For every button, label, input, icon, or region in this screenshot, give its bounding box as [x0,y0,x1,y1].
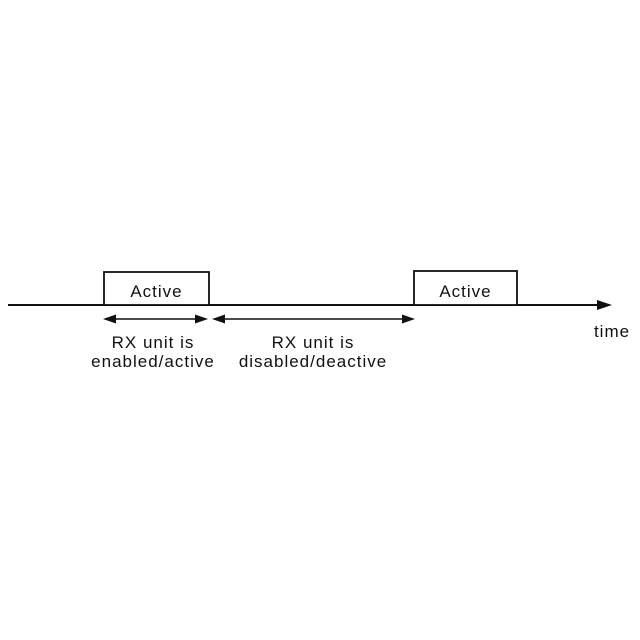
active-pulse-box-2 [413,270,518,306]
enabled-interval-right-arrowhead-icon [195,314,208,324]
active-pulse-label-2: Active [439,282,491,301]
enabled-annotation-line-2: enabled/active [91,352,215,371]
disabled-interval-annotation: RX unit is disabled/deactive [239,333,387,371]
disabled-annotation-line-2: disabled/deactive [239,352,387,371]
enabled-interval-left-arrowhead-icon [103,314,116,324]
disabled-annotation-line-1: RX unit is [272,333,355,352]
enabled-interval-annotation: RX unit is enabled/active [91,333,215,371]
disabled-interval-left-arrowhead-icon [212,314,225,324]
time-axis-label: time [594,322,630,341]
active-pulse-label-1: Active [130,282,182,301]
disabled-interval-right-arrowhead-icon [402,314,415,324]
enabled-annotation-line-1: RX unit is [112,333,195,352]
disabled-interval-arrow [212,314,415,324]
enabled-interval-arrow [103,314,208,324]
active-pulse-box-1 [103,271,210,306]
time-axis-arrowhead-icon [597,300,612,310]
